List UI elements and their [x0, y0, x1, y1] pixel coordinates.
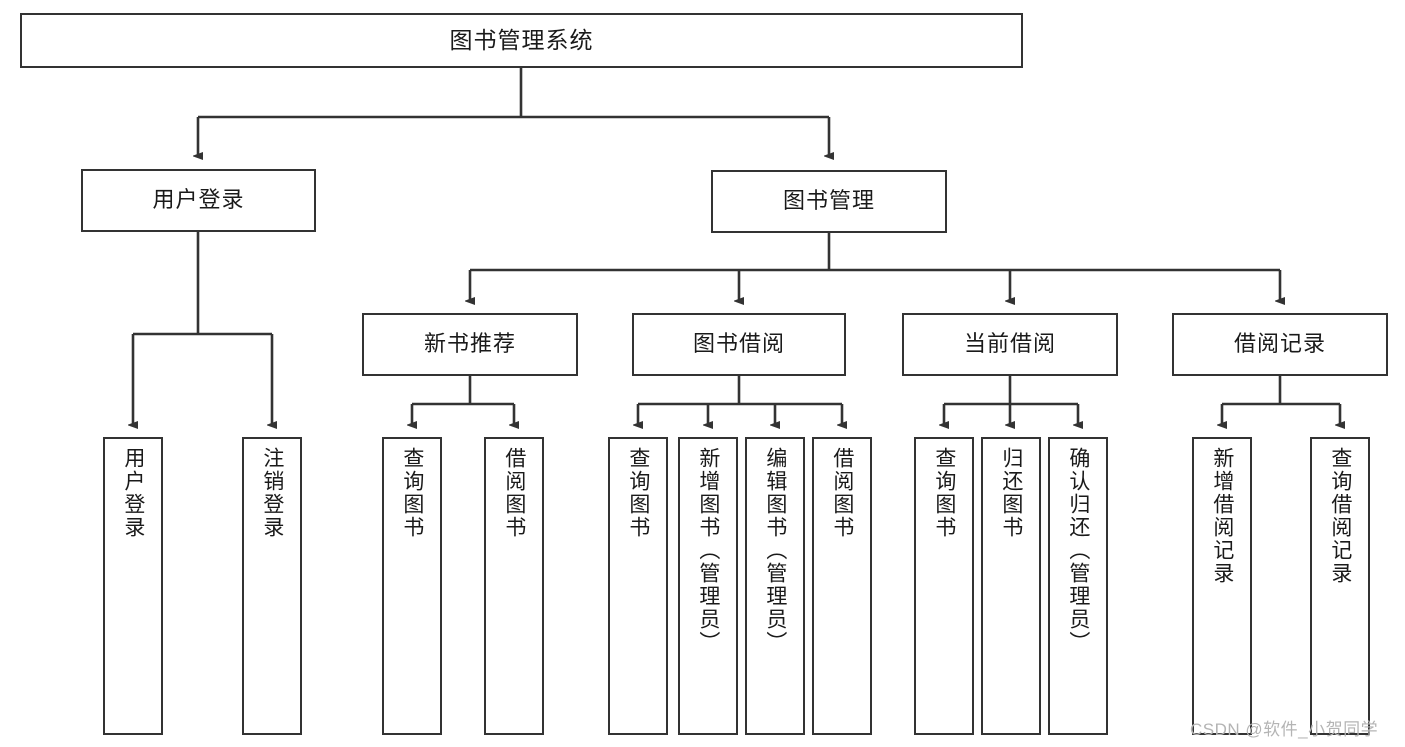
leaf-borrow-add-book-admin[interactable]: 新增图书（管理员）: [678, 437, 738, 735]
leaf-current-query-book[interactable]: 查询图书: [914, 437, 974, 735]
leaf-label: 借阅图书: [502, 447, 526, 539]
leaf-label: 查询图书: [400, 447, 424, 539]
node-current-borrow[interactable]: 当前借阅: [902, 313, 1118, 376]
node-label: 当前借阅: [963, 331, 1056, 357]
leaf-recommend-borrow-book[interactable]: 借阅图书: [484, 437, 544, 735]
node-label: 借阅记录: [1233, 331, 1326, 357]
node-label: 新书推荐: [423, 331, 516, 357]
node-borrow-record[interactable]: 借阅记录: [1172, 313, 1388, 376]
leaf-label: 新增借阅记录: [1210, 447, 1234, 585]
leaf-borrow-borrow-book[interactable]: 借阅图书: [812, 437, 872, 735]
leaf-record-query-record[interactable]: 查询借阅记录: [1310, 437, 1370, 735]
node-label: 图书管理系统: [449, 26, 594, 53]
csdn-watermark: CSDN @软件_小贺同学: [1190, 720, 1379, 739]
node-root-book-management-system[interactable]: 图书管理系统: [20, 13, 1023, 68]
leaf-label: 注销登录: [260, 447, 284, 539]
leaf-label: 查询借阅记录: [1328, 447, 1352, 585]
leaf-label: 新增图书（管理员）: [696, 447, 720, 654]
leaf-label: 查询图书: [932, 447, 956, 539]
leaf-current-return-book[interactable]: 归还图书: [981, 437, 1041, 735]
node-book-borrow[interactable]: 图书借阅: [632, 313, 846, 376]
leaf-label: 查询图书: [626, 447, 650, 539]
leaf-borrow-edit-book-admin[interactable]: 编辑图书（管理员）: [745, 437, 805, 735]
leaf-record-add-record[interactable]: 新增借阅记录: [1192, 437, 1252, 735]
leaf-current-confirm-return-admin[interactable]: 确认归还（管理员）: [1048, 437, 1108, 735]
node-label: 图书借阅: [692, 331, 785, 357]
leaf-borrow-query-book[interactable]: 查询图书: [608, 437, 668, 735]
leaf-label: 用户登录: [121, 447, 145, 539]
leaf-recommend-query-book[interactable]: 查询图书: [382, 437, 442, 735]
leaf-label: 确认归还（管理员）: [1066, 447, 1090, 654]
node-book-management[interactable]: 图书管理: [711, 170, 947, 233]
leaf-user-login-logout[interactable]: 注销登录: [242, 437, 302, 735]
node-label: 图书管理: [782, 188, 875, 214]
leaf-label: 编辑图书（管理员）: [763, 447, 787, 654]
leaf-label: 归还图书: [999, 447, 1023, 539]
node-new-book-recommend[interactable]: 新书推荐: [362, 313, 578, 376]
leaf-label: 借阅图书: [830, 447, 854, 539]
leaf-user-login-login[interactable]: 用户登录: [103, 437, 163, 735]
node-label: 用户登录: [152, 187, 245, 213]
node-user-login[interactable]: 用户登录: [81, 169, 316, 232]
